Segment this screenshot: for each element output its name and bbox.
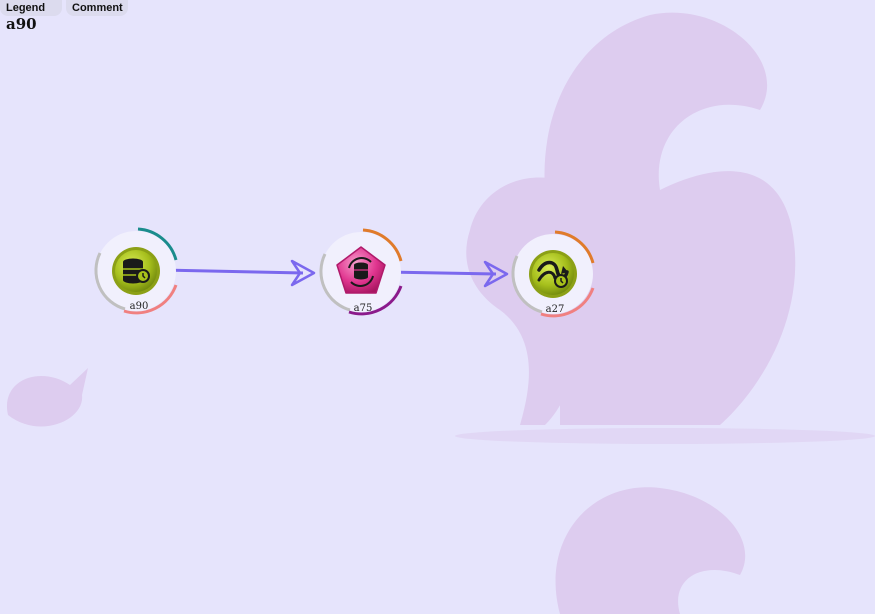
comment-tab[interactable]: Comment [66, 0, 128, 16]
edge-a75-a27[interactable] [385, 260, 509, 288]
transform-clock-icon [529, 250, 577, 298]
node-label-a27: a27 [546, 304, 565, 315]
node-a90[interactable]: a90 [94, 227, 178, 315]
node-a75[interactable]: a75 [319, 228, 403, 316]
node-label-a90: a90 [130, 301, 149, 312]
legend-tab[interactable]: Legend [0, 0, 62, 16]
database-refresh-icon [336, 246, 386, 294]
diagram-title: a90 [6, 15, 37, 33]
edge-a90-a75[interactable] [161, 259, 316, 287]
database-clock-icon [112, 247, 160, 295]
node-label-a75: a75 [354, 303, 373, 314]
node-a27[interactable]: a27 [511, 230, 595, 318]
